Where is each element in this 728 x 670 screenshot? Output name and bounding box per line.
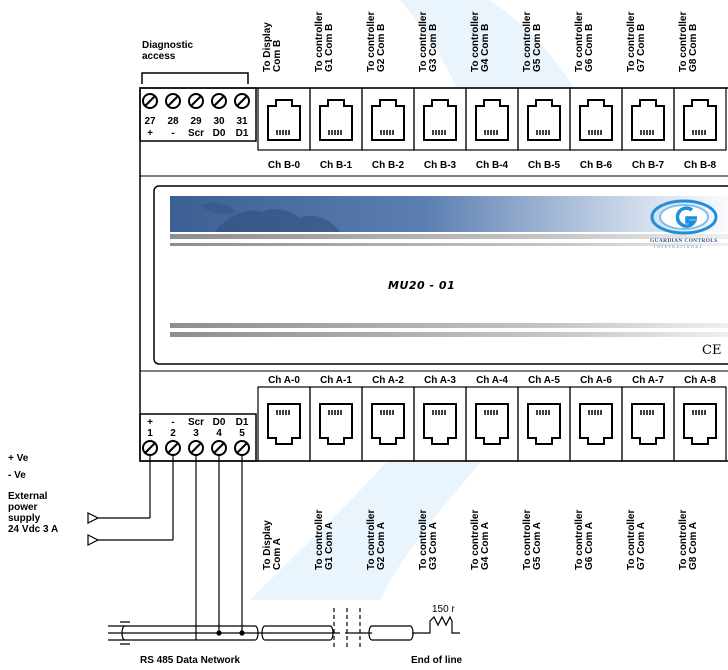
top-port-row	[257, 87, 727, 151]
end-of-line-label: End of line	[411, 655, 463, 666]
top-terminal-screws	[142, 93, 250, 109]
minus-ve-label: - Ve	[8, 470, 26, 481]
resistor-label: 150 r	[432, 604, 455, 615]
rj-sockets-bottom	[267, 403, 717, 445]
power-supply-label: External power supply 24 Vdc 3 A	[8, 491, 59, 535]
diagnostic-bracket	[141, 72, 249, 84]
brand-subtitle: international	[654, 245, 703, 250]
rj-sockets-top	[267, 99, 717, 141]
rj-pins-top	[276, 130, 706, 135]
power-wiring	[87, 455, 174, 546]
bottom-port-row	[257, 386, 727, 462]
ce-mark: CE	[702, 343, 722, 358]
brand-name: GUARDIAN CONTROLS	[650, 238, 718, 244]
brand-logo	[650, 199, 718, 235]
plus-ve-label: + Ve	[8, 453, 29, 464]
rs485-wiring	[108, 455, 460, 650]
model-name: MU20 - 01	[388, 279, 456, 292]
rj-pins-bottom	[276, 410, 706, 415]
rs485-network-label: RS 485 Data Network	[140, 655, 241, 666]
